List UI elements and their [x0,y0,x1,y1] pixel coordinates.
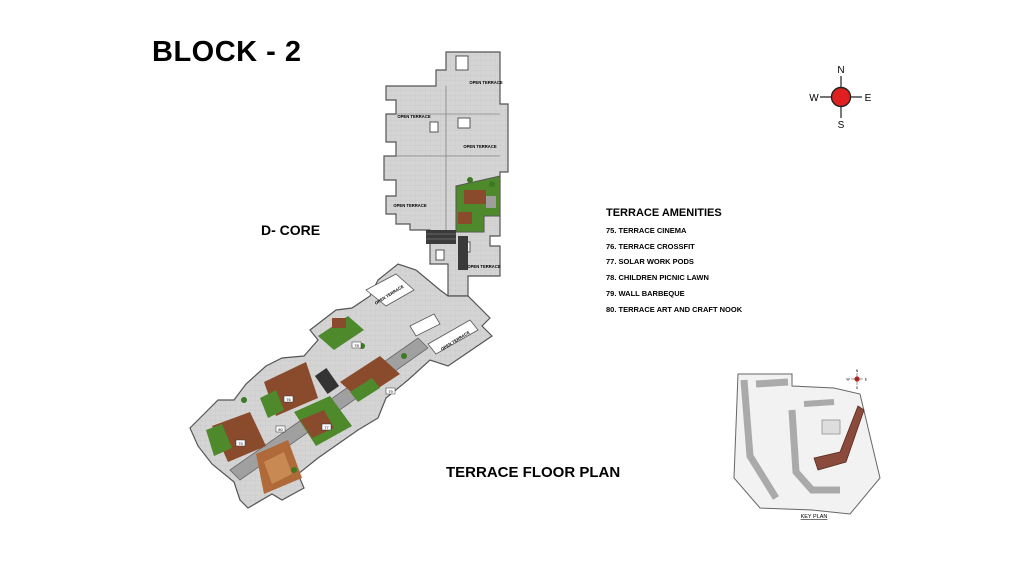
plan-title: TERRACE FLOOR PLAN [446,464,621,481]
core-label: D- CORE [261,222,321,238]
block-title: BLOCK - 2 [152,36,302,68]
open-terrace-label-3: OPEN TERRACE [463,144,496,149]
marker-76: 76 [286,397,291,402]
key-plan: N S E W KEY PLAN [733,369,881,520]
key-compass-s: S [856,386,859,390]
amenity-markers: 75 76 77 78 79 80 [235,341,396,447]
compass-n: N [837,65,844,76]
key-compass-w: W [846,378,850,382]
marker-78: 78 [354,343,359,348]
key-compass-e: E [865,378,868,382]
marker-75: 75 [238,441,243,446]
open-terrace-label-5: OPEN TERRACE [467,264,500,269]
amenity-item-79: 79. WALL BARBEQUE [606,288,685,298]
marker-79: 79 [388,389,393,394]
open-terrace-label-2: OPEN TERRACE [397,114,430,119]
amenity-item-80: 80. TERRACE ART AND CRAFT NOOK [606,304,743,314]
upper-wing [383,51,509,297]
compass-s: S [838,120,845,131]
marker-77: 77 [324,425,329,430]
amenities-list: TERRACE AMENITIES 75. TERRACE CINEMA 76.… [606,207,742,317]
key-plan-label: KEY PLAN [801,514,828,520]
core-stairs [426,230,468,270]
open-terrace-label-4: OPEN TERRACE [393,203,426,208]
key-compass-n: N [856,369,859,373]
marker-80: 80 [278,427,283,432]
amenity-item-75: 75. TERRACE CINEMA [606,226,687,235]
amenity-item-77: 77. SOLAR WORK PODS [606,257,694,267]
lower-amenity-zones [206,316,407,494]
open-terrace-label-1: OPEN TERRACE [469,80,502,85]
key-plan-highlight [813,405,865,471]
amenity-item-76: 76. TERRACE CROSSFIT [606,241,695,251]
amenity-item-78: 78. CHILDREN PICNIC LAWN [606,273,709,283]
amenities-heading: TERRACE AMENITIES [606,207,722,219]
compass-rose-icon: N S E W [809,65,872,131]
compass-e: E [865,93,872,104]
compass-w: W [809,93,819,104]
